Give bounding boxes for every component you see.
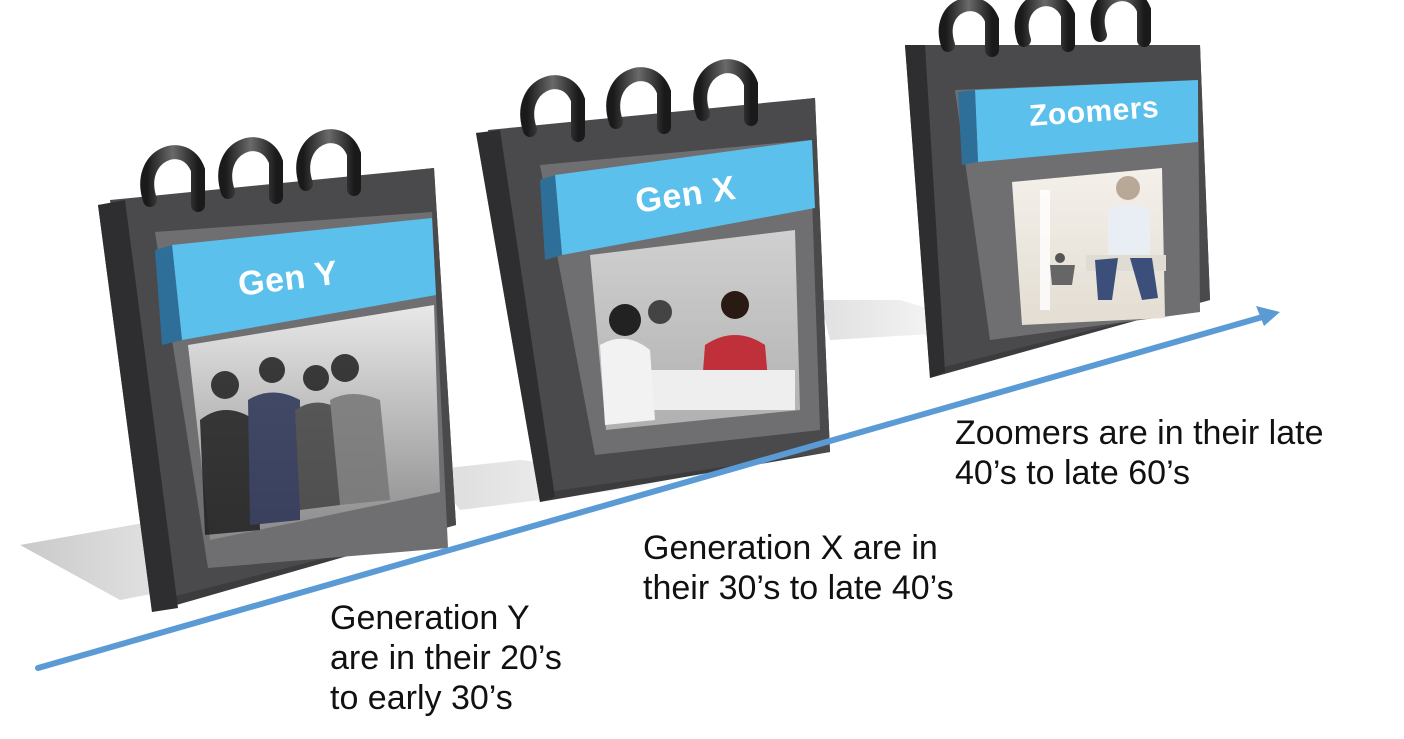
title-band <box>555 140 815 255</box>
timeline-arrow <box>35 306 1280 671</box>
binder-rings <box>938 0 1151 57</box>
binder-rings <box>140 129 361 212</box>
calendar-gen-x <box>476 59 830 502</box>
calendar-zoomers <box>905 0 1210 378</box>
title-band <box>975 80 1198 162</box>
caption-gen-x: Generation X are in their 30’s to late 4… <box>643 529 954 607</box>
caption-gen-y: Generation Y are in their 20’s to early … <box>330 599 562 717</box>
title-band <box>172 218 436 340</box>
caption-zoomers: Zoomers are in their late 40’s to late 6… <box>955 414 1324 492</box>
binder-rings <box>520 59 758 142</box>
calendar-gen-y <box>98 129 456 612</box>
